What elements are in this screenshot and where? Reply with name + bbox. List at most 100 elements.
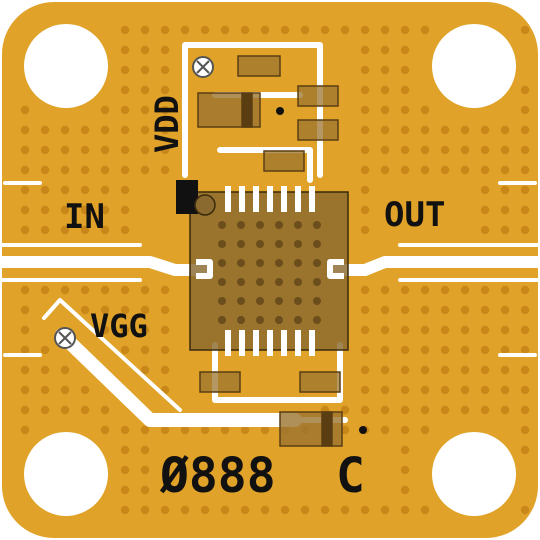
via-dot	[200, 425, 210, 435]
thermal-via-dot	[218, 240, 226, 248]
via-dot	[40, 165, 50, 175]
via-dot	[400, 365, 410, 375]
thermal-via-dot	[275, 297, 283, 305]
via-dot	[460, 365, 470, 375]
via-dot	[380, 305, 390, 315]
via-dot	[420, 385, 430, 395]
via-dot	[360, 105, 370, 115]
vdd-test-pad	[192, 56, 214, 78]
thermal-via-dot	[294, 240, 302, 248]
via-dot	[400, 45, 410, 55]
via-dot	[160, 425, 170, 435]
capacitor-c4	[263, 150, 305, 172]
thermal-via-dot	[294, 316, 302, 324]
via-dot	[20, 105, 30, 115]
via-dot	[160, 105, 170, 115]
bond-pads-bottom	[225, 330, 315, 356]
via-dot	[60, 225, 70, 235]
via-dot	[60, 405, 70, 415]
pin1-indicator	[194, 194, 216, 216]
via-dot	[160, 165, 170, 175]
via-dot	[160, 325, 170, 335]
via-dot	[120, 305, 130, 315]
via-dot	[520, 165, 530, 175]
via-dot	[60, 145, 70, 155]
via-dot	[420, 325, 430, 335]
via-dot	[140, 305, 150, 315]
thermal-via-dot	[256, 297, 264, 305]
via-dot	[420, 165, 430, 175]
via-field	[20, 25, 530, 515]
via-dot	[20, 325, 30, 335]
via-dot	[140, 365, 150, 375]
via-dot	[320, 505, 330, 515]
via-dot	[360, 45, 370, 55]
via-dot	[380, 25, 390, 35]
via-dot	[380, 405, 390, 415]
via-dot	[360, 25, 370, 35]
via-dot	[360, 405, 370, 415]
vgg-test-pad	[54, 327, 76, 349]
via-dot	[520, 345, 530, 355]
via-dot	[360, 225, 370, 235]
via-dot	[120, 45, 130, 55]
thermal-via-dot	[275, 240, 283, 248]
via-dot	[360, 365, 370, 375]
via-dot	[20, 305, 30, 315]
thermal-via-dot	[237, 240, 245, 248]
via-dot	[500, 405, 510, 415]
via-dot	[380, 65, 390, 75]
via-dot	[400, 505, 410, 515]
chip-bond-pads	[196, 186, 344, 356]
via-dot	[360, 345, 370, 355]
via-dot	[160, 305, 170, 315]
via-dot	[380, 285, 390, 295]
via-dot	[400, 165, 410, 175]
via-dot	[520, 385, 530, 395]
vgg-label: VGG	[90, 307, 148, 345]
via-dot	[420, 405, 430, 415]
via-dot	[60, 125, 70, 135]
via-dot	[360, 385, 370, 395]
via-dot	[120, 465, 130, 475]
via-dot	[500, 285, 510, 295]
via-dot	[80, 205, 90, 215]
via-dot	[360, 85, 370, 95]
via-dot	[480, 405, 490, 415]
via-dot	[120, 125, 130, 135]
via-dot	[360, 205, 370, 215]
via-dot	[60, 365, 70, 375]
chip-body	[189, 191, 349, 351]
thermal-via-dot	[237, 278, 245, 286]
circle-hole-icon	[24, 24, 108, 108]
via-dot	[140, 25, 150, 35]
via-dot	[120, 485, 130, 495]
via-dot	[140, 65, 150, 75]
capacitor-c3	[297, 119, 339, 141]
via-dot	[380, 125, 390, 135]
via-dot	[520, 405, 530, 415]
vdd-label: VDD	[148, 95, 186, 153]
via-dot	[500, 225, 510, 235]
via-dot	[500, 365, 510, 375]
via-dot	[480, 225, 490, 235]
via-dot	[380, 145, 390, 155]
via-dot	[500, 125, 510, 135]
via-dot	[520, 205, 530, 215]
via-dot	[520, 125, 530, 135]
via-dot	[80, 305, 90, 315]
via-dot	[200, 25, 210, 35]
via-dot	[40, 365, 50, 375]
via-dot	[420, 365, 430, 375]
thermal-via-dot	[313, 221, 321, 229]
thermal-via-dot	[256, 316, 264, 324]
via-dot	[440, 125, 450, 135]
via-dot	[480, 305, 490, 315]
polarity-dot-bottom	[359, 426, 367, 434]
via-dot	[160, 25, 170, 35]
capacitor-c2	[297, 85, 339, 107]
via-dot	[380, 365, 390, 375]
via-dot	[60, 385, 70, 395]
via-dot	[500, 165, 510, 175]
via-dot	[480, 125, 490, 135]
